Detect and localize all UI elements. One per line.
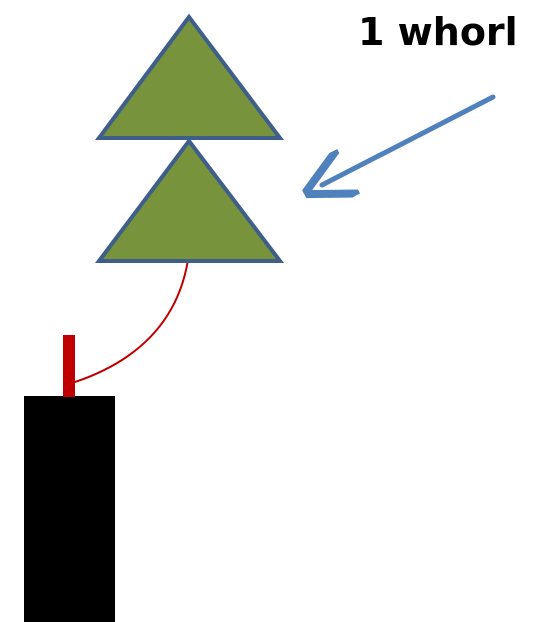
- connector-curve: [74, 259, 189, 383]
- whorl-triangle-top: [95, 13, 285, 140]
- post-rectangle: [24, 396, 115, 622]
- whorl-label: 1 whorl: [358, 10, 518, 54]
- red-stub: [63, 335, 75, 397]
- arrow-icon: [322, 94, 496, 185]
- whorl-triangle-bottom: [95, 137, 285, 263]
